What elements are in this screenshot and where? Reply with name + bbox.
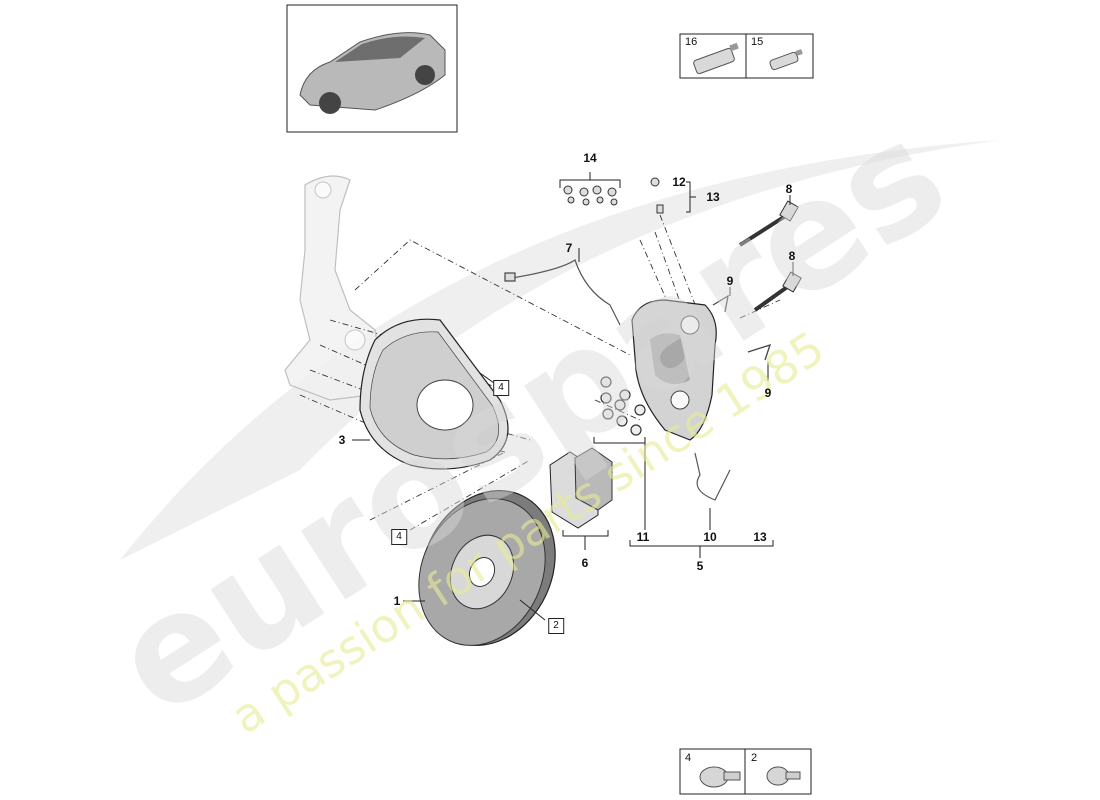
bracket-lines [352, 172, 794, 621]
brake-disc [418, 490, 556, 646]
callout-12: 12 [672, 175, 686, 189]
steering-knuckle [284, 175, 381, 401]
legend-top [679, 33, 814, 79]
callout-11: 11 [636, 530, 650, 544]
callout-9-lower: 9 [764, 386, 772, 400]
callout-4-lower: 4 [391, 529, 407, 545]
callout-13-bottom: 13 [753, 530, 767, 544]
hex-bolt-icon [699, 766, 741, 788]
callout-13-top: 13 [706, 190, 720, 204]
retaining-spring-upper [712, 294, 729, 313]
callout-7: 7 [565, 241, 573, 255]
callout-14: 14 [583, 151, 597, 165]
small-bolts-14 [563, 185, 618, 206]
seal-rings [600, 376, 646, 436]
legend-bottom-label-a: 4 [685, 752, 692, 764]
grease-tube-icon [693, 42, 739, 75]
callout-4-upper: 4 [493, 380, 509, 396]
callout-9-upper: 9 [726, 274, 734, 288]
callout-8-upper: 8 [785, 182, 793, 196]
car-thumbnail-icon [286, 4, 458, 133]
paste-tube-icon [769, 49, 803, 71]
callout-2: 2 [548, 618, 564, 634]
callout-8-lower: 8 [788, 249, 796, 263]
callout-5: 5 [696, 559, 704, 573]
wear-sensor-7 [504, 259, 621, 326]
watermark-brand: eurospares [85, 88, 975, 750]
wear-sensor-10 [694, 452, 731, 501]
legend-bottom [679, 748, 812, 795]
callout-3: 3 [338, 433, 346, 447]
legend-top-label-a: 16 [685, 36, 698, 48]
callout-6: 6 [581, 556, 589, 570]
brake-caliper [631, 299, 717, 441]
svg-text:eurospares: eurospares [85, 88, 975, 750]
torx-bolt-icon [766, 766, 801, 786]
callout-10: 10 [703, 530, 717, 544]
retaining-spring-lower [747, 343, 772, 361]
callout-1: 1 [393, 594, 401, 608]
legend-top-label-b: 15 [751, 36, 764, 48]
caliper-bolt-lower [753, 271, 802, 312]
brake-pads [549, 447, 613, 529]
caliper-bolt-upper [738, 200, 799, 247]
dust-shield [359, 318, 509, 470]
bleed-screw-12 [650, 177, 664, 214]
legend-bottom-label-b: 2 [751, 752, 758, 764]
